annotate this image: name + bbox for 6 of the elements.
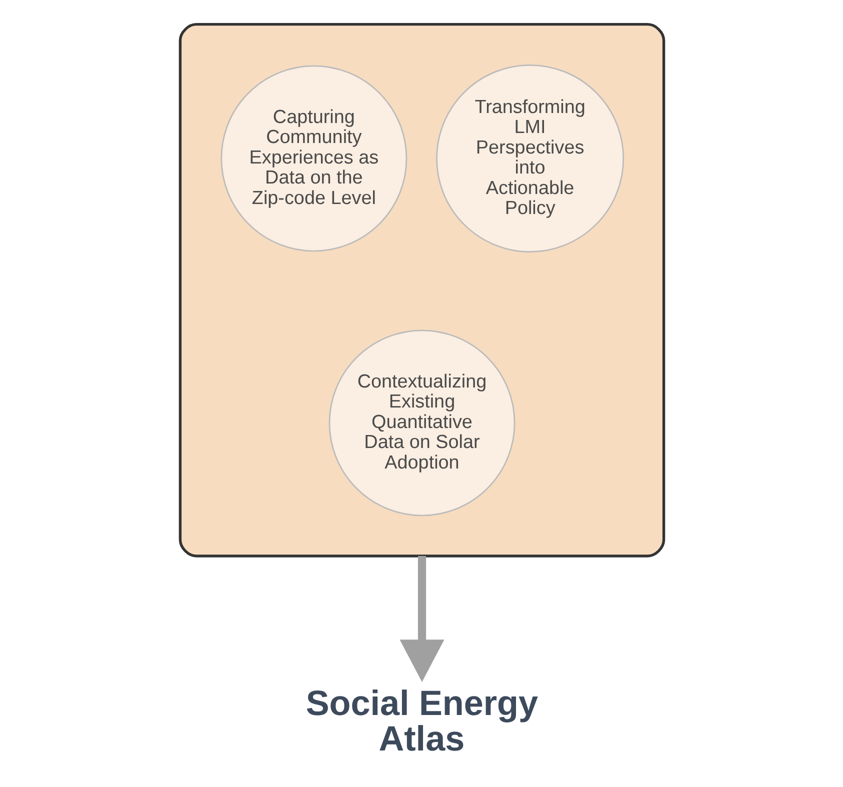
node-text: Social Energy Atlas (305, 684, 538, 758)
arrow (399, 556, 444, 682)
node-circle: Capturing Community Experiences as Data on the Zip-code Level (220, 65, 407, 252)
cluster (178, 22, 665, 558)
node-circle: Contextualizing Existing Quantitative Data on Solar Adoption (328, 330, 515, 516)
node-circle: Transforming LMI Perspectives into Actionable Policy (436, 64, 624, 252)
